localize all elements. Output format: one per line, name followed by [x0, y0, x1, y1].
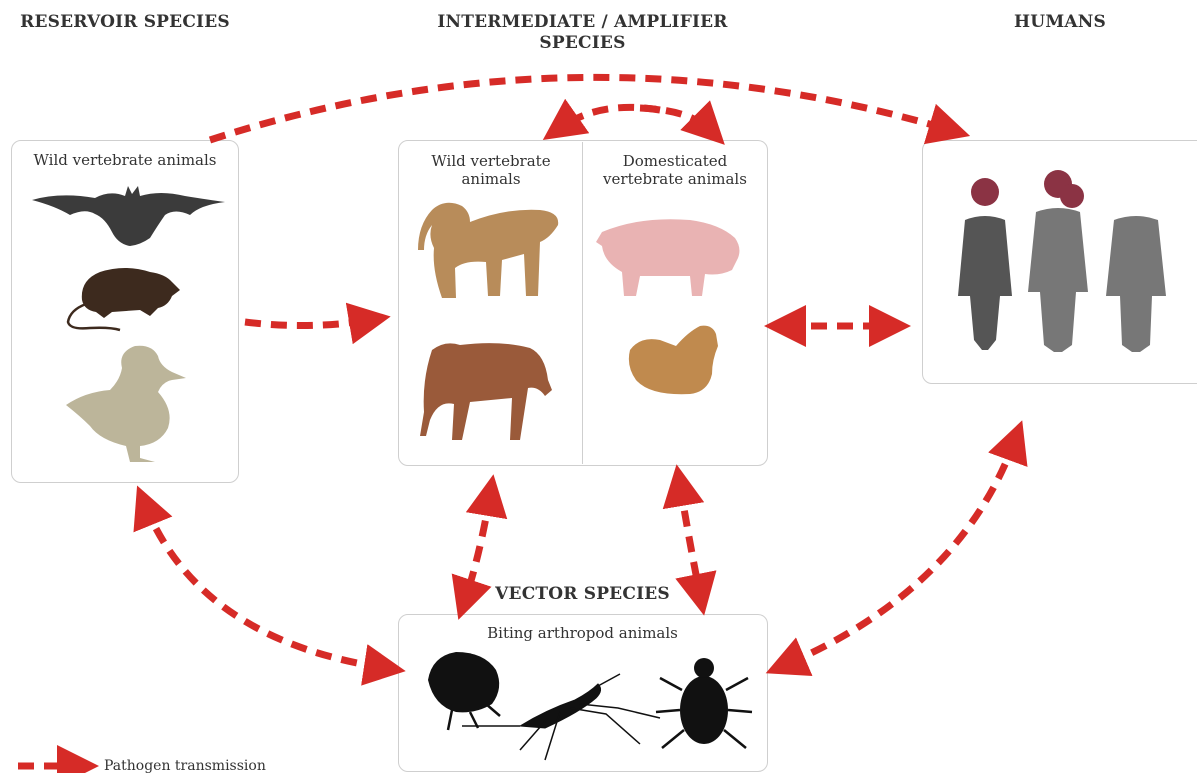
arrow-reservoir-to-intermediate	[245, 320, 370, 326]
pig-icon	[596, 219, 739, 296]
arrow-reservoir-vector	[145, 505, 385, 668]
arrow-domestic-to-vector	[680, 485, 700, 595]
arrow-humans-vector	[785, 440, 1015, 665]
human-icon	[958, 170, 1166, 352]
monkey-icon	[418, 203, 558, 298]
arrow-intermediate-domestic	[640, 108, 710, 130]
deer-icon	[420, 343, 552, 440]
arrow-reservoir-to-humans	[210, 77, 950, 140]
rat-icon	[68, 268, 180, 330]
duck-icon	[66, 346, 186, 462]
transmission-arrows	[145, 77, 1015, 668]
tick-icon	[656, 658, 752, 748]
bat-icon	[32, 186, 225, 246]
arrow-wild-to-vector	[465, 495, 490, 600]
chicken-icon	[629, 326, 718, 395]
flea-icon	[428, 652, 500, 730]
